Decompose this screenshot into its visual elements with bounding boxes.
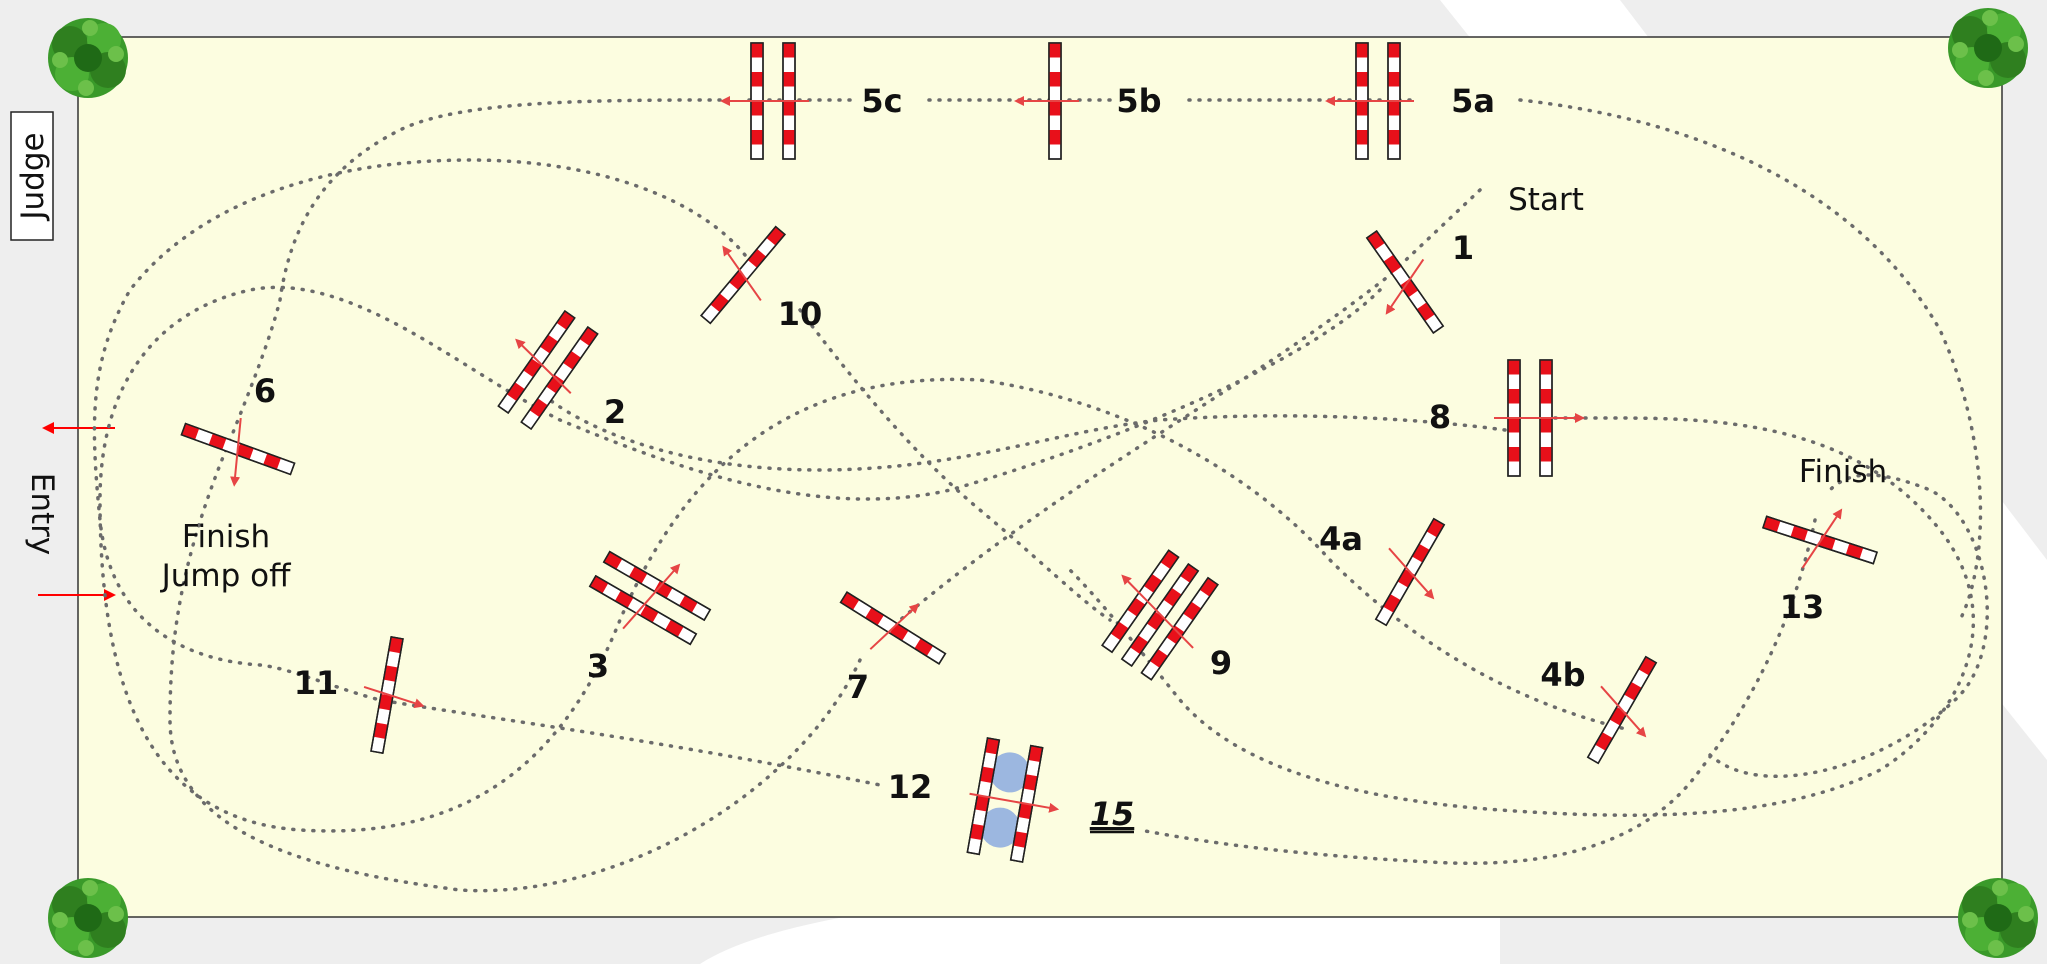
obstacle-4b [1587,656,1657,764]
obstacle-number-13: 13 [1780,588,1825,626]
tree-icon [1958,878,2038,958]
obstacle-number-5a: 5a [1451,82,1495,120]
obstacle-number-1: 1 [1452,229,1474,267]
obstacle-5c [720,42,809,160]
obstacle-number-5b: 5b [1116,82,1161,120]
obstacle-7 [839,591,947,665]
obstacle-13 [1762,508,1878,569]
obstacle-6 [180,417,296,487]
obstacle-1 [1366,230,1444,334]
obstacle-10 [700,225,786,325]
obstacle-number-4a: 4a [1319,520,1363,558]
obstacle-number-11: 11 [294,664,339,702]
obstacle-3 [589,550,711,646]
obstacle-number-3: 3 [587,647,609,685]
course-path [92,98,1989,893]
obstacle-12 [966,737,1060,863]
obstacle-number-15: 15 [1090,795,1135,833]
judge-box: Judge [10,111,54,241]
obstacle-5b [1014,42,1079,160]
judge-label: Judge [15,132,51,221]
obstacle-4a [1375,518,1445,626]
obstacle-8 [1494,359,1585,477]
obstacle-number-6: 6 [254,372,276,410]
obstacle-9 [1101,549,1219,681]
obstacle-number-12: 12 [888,768,933,806]
finish-jump-off-label-line1: Finish [182,519,270,555]
obstacle-number-2: 2 [604,393,626,431]
entry-label: Entry [24,473,60,555]
tree-icon [48,878,128,958]
arena [77,36,2003,918]
finish-jump-off-label-line2: Jump off [160,558,291,594]
obstacle-2 [497,310,599,430]
obstacle-number-7: 7 [847,668,869,706]
obstacle-number-5c: 5c [861,82,902,120]
obstacle-number-10: 10 [778,295,823,333]
logo-box [1408,944,1486,964]
tree-icon [48,18,128,98]
tree-icon [1948,8,2028,88]
obstacle-11 [363,636,425,754]
obstacle-number-8: 8 [1429,398,1451,436]
obstacle-number-4b: 4b [1540,656,1585,694]
finish-label: Finish [1799,454,1887,490]
obstacle-number-9: 9 [1210,644,1232,682]
obstacle-5a [1325,42,1414,160]
entry-marker: Entry [24,422,116,601]
start-label: Start [1508,182,1584,218]
